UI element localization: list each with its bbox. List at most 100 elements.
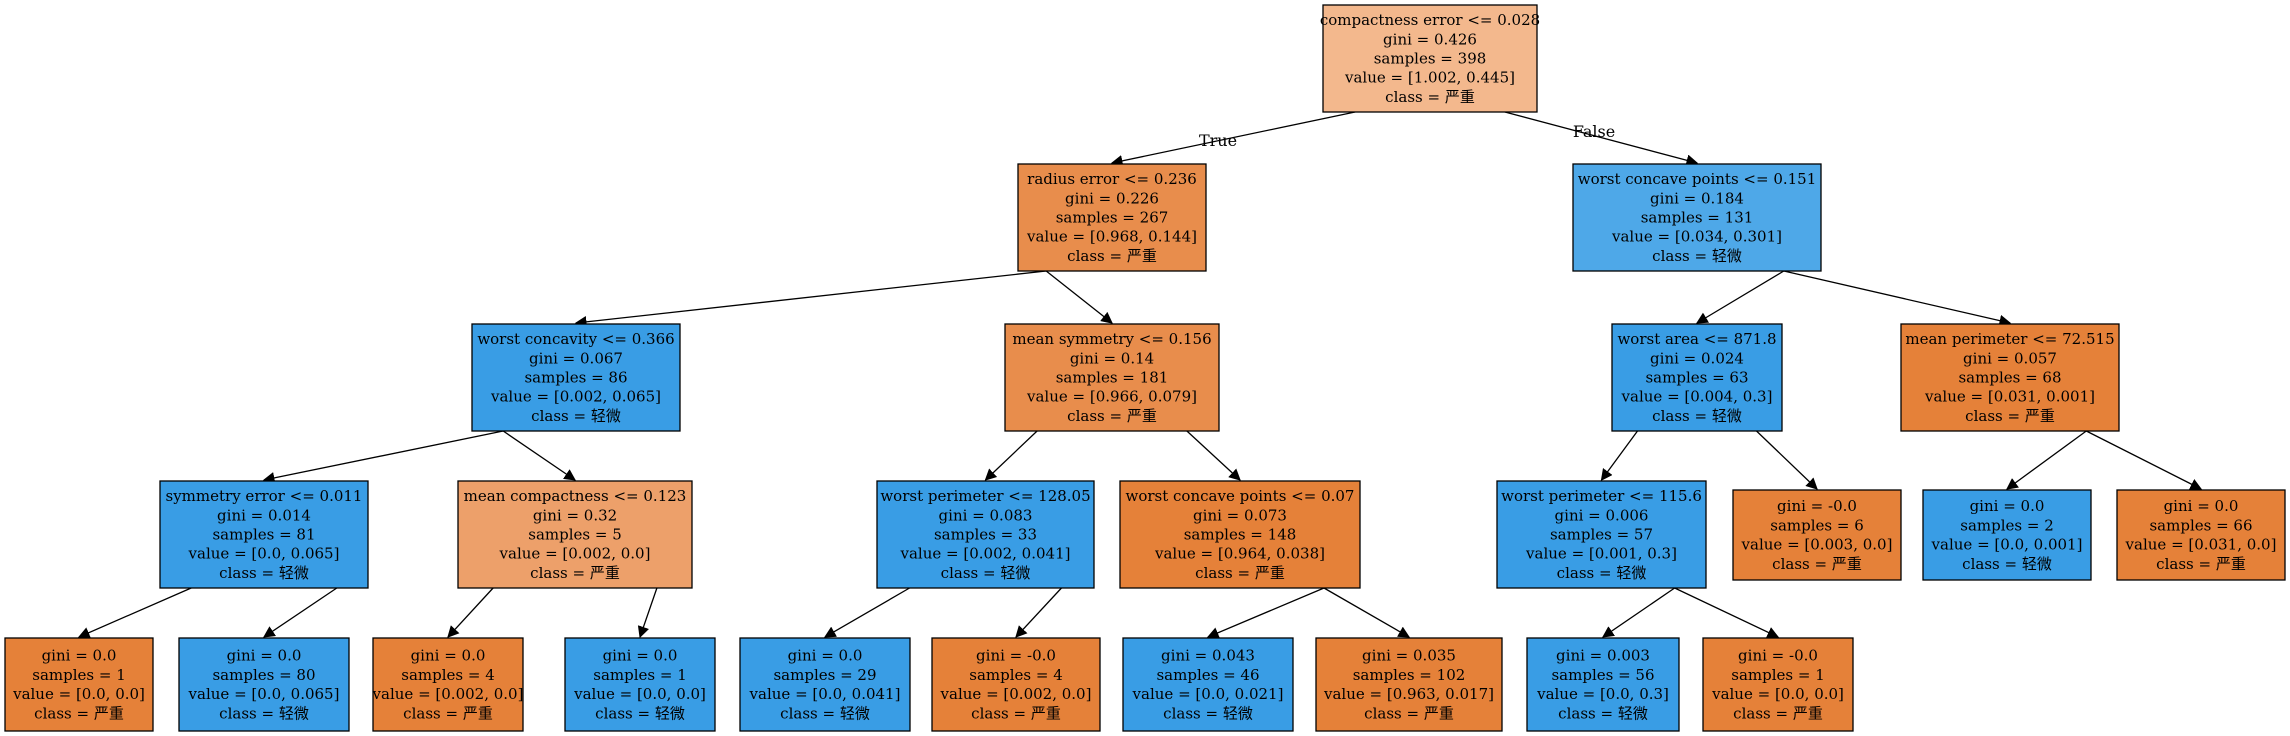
node-line: gini = 0.0 bbox=[1970, 497, 2045, 515]
node-line: symmetry error <= 0.011 bbox=[166, 487, 363, 505]
node-line: class = 轻微 bbox=[1652, 407, 1742, 425]
node-line: worst concave points <= 0.07 bbox=[1126, 487, 1355, 505]
node-line: value = [0.034, 0.301] bbox=[1611, 228, 1782, 246]
node-line: samples = 1 bbox=[32, 666, 126, 684]
edge-n3-n7 bbox=[262, 430, 504, 484]
node-line: worst concave points <= 0.151 bbox=[1578, 170, 1817, 188]
edge-n11-n23 bbox=[1602, 587, 1676, 638]
node-line: class = 轻微 bbox=[219, 704, 309, 722]
edge-n2-n5 bbox=[1695, 270, 1785, 324]
node-line: samples = 4 bbox=[401, 666, 495, 684]
edge-n2-n6 bbox=[1783, 270, 2012, 327]
node-box bbox=[159, 480, 369, 589]
node-line: gini = 0.226 bbox=[1065, 189, 1159, 207]
node-line: gini = 0.14 bbox=[1070, 349, 1154, 367]
node-line: samples = 267 bbox=[1056, 209, 1169, 227]
edge-n6-n14 bbox=[2086, 430, 2203, 490]
node-line: value = [0.0, 0.0] bbox=[1711, 685, 1844, 703]
node-line: value = [0.002, 0.0] bbox=[499, 545, 651, 563]
node-line: class = 轻微 bbox=[219, 564, 309, 582]
node-box bbox=[457, 480, 693, 589]
node-box bbox=[372, 637, 524, 732]
edge-n10-n21 bbox=[1206, 587, 1325, 639]
node-line: gini = 0.426 bbox=[1383, 30, 1477, 48]
node-box bbox=[1119, 480, 1361, 589]
node-line: samples = 1 bbox=[593, 666, 687, 684]
node-line: class = 轻微 bbox=[1962, 555, 2052, 573]
edge-n1-n4 bbox=[1045, 270, 1113, 324]
node-box bbox=[931, 637, 1101, 732]
node-line: gini = 0.073 bbox=[1193, 506, 1287, 524]
edge-n0-n1 bbox=[1110, 111, 1356, 167]
edge-label-false: False bbox=[1573, 122, 1615, 141]
node-line: class = 轻微 bbox=[780, 704, 870, 722]
node-line: samples = 33 bbox=[934, 526, 1037, 544]
node-box bbox=[1900, 323, 2120, 432]
edge-n1-n3 bbox=[574, 270, 1047, 328]
node-line: worst perimeter <= 128.05 bbox=[880, 487, 1090, 505]
node-line: value = [0.968, 0.144] bbox=[1026, 228, 1197, 246]
node-box bbox=[1017, 163, 1207, 272]
node-box bbox=[1526, 637, 1680, 732]
node-box bbox=[1732, 489, 1902, 581]
node-line: samples = 63 bbox=[1645, 369, 1748, 387]
node-line: radius error <= 0.236 bbox=[1027, 170, 1197, 188]
node-line: samples = 66 bbox=[2149, 516, 2252, 534]
node-line: worst perimeter <= 115.6 bbox=[1501, 487, 1702, 505]
node-line: samples = 80 bbox=[212, 666, 315, 684]
node-line: compactness error <= 0.028 bbox=[1320, 11, 1540, 29]
node-line: mean symmetry <= 0.156 bbox=[1012, 330, 1211, 348]
node-line: samples = 2 bbox=[1960, 516, 2054, 534]
node-line: class = 严重 bbox=[530, 564, 620, 582]
node-line: class = 严重 bbox=[1364, 704, 1454, 722]
node-line: gini = 0.024 bbox=[1650, 349, 1744, 367]
node-box bbox=[1496, 480, 1707, 589]
node-line: samples = 5 bbox=[528, 526, 622, 544]
node-box bbox=[1322, 4, 1538, 113]
node-line: samples = 86 bbox=[524, 369, 627, 387]
edge-n6-n13 bbox=[2006, 430, 2087, 490]
node-line: class = 轻微 bbox=[1557, 564, 1647, 582]
node-line: samples = 56 bbox=[1551, 666, 1654, 684]
node-line: value = [0.0, 0.021] bbox=[1132, 685, 1284, 703]
node-line: class = 轻微 bbox=[531, 407, 621, 425]
node-line: class = 轻微 bbox=[595, 704, 685, 722]
node-line: class = 严重 bbox=[1733, 704, 1823, 722]
node-line: value = [0.964, 0.038] bbox=[1154, 545, 1325, 563]
node-line: samples = 4 bbox=[969, 666, 1063, 684]
node-line: value = [0.0, 0.065] bbox=[188, 545, 340, 563]
node-line: value = [0.0, 0.041] bbox=[749, 685, 901, 703]
edge-n4-n9 bbox=[984, 430, 1038, 481]
node-line: samples = 181 bbox=[1056, 369, 1169, 387]
node-line: value = [0.031, 0.001] bbox=[1924, 388, 2095, 406]
node-box bbox=[178, 637, 350, 732]
node-line: class = 严重 bbox=[971, 704, 1061, 722]
node-line: samples = 81 bbox=[212, 526, 315, 544]
node-box bbox=[1922, 489, 2092, 581]
node-line: value = [0.002, 0.065] bbox=[490, 388, 661, 406]
node-line: samples = 1 bbox=[1731, 666, 1825, 684]
node-line: gini = 0.043 bbox=[1161, 647, 1255, 665]
edge-n9-n19 bbox=[823, 587, 910, 638]
node-line: gini = 0.0 bbox=[603, 647, 678, 665]
edge-n5-n11 bbox=[1600, 430, 1639, 481]
node-line: worst area <= 871.8 bbox=[1617, 330, 1776, 348]
node-line: class = 严重 bbox=[1067, 247, 1157, 265]
